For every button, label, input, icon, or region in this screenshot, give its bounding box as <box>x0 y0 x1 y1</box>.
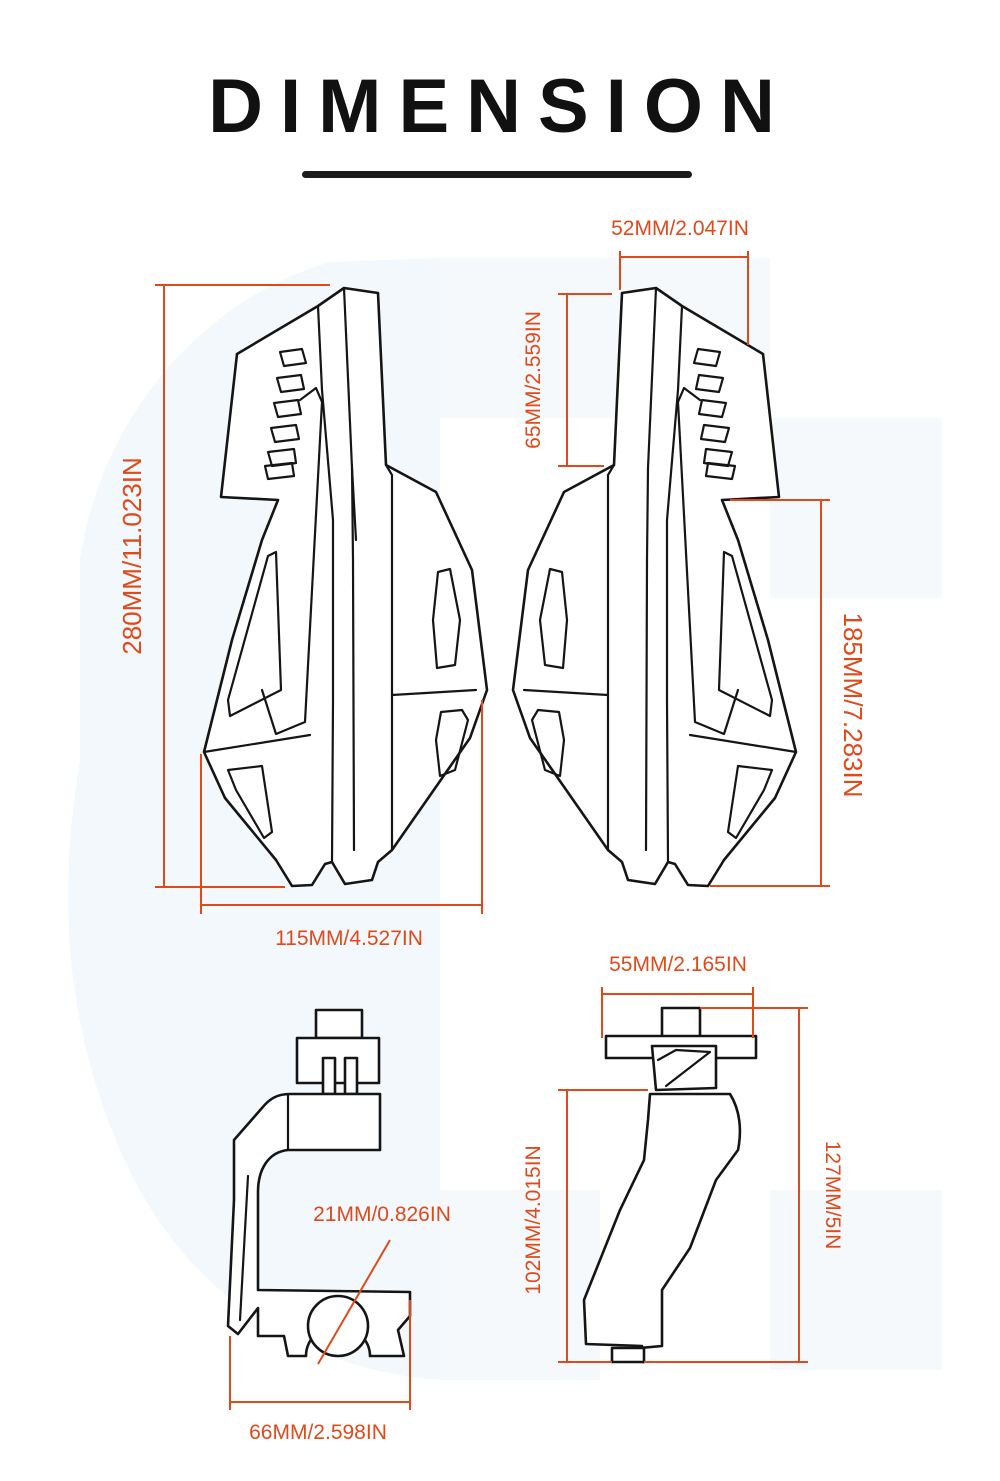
dimension-lines <box>155 251 830 1410</box>
page-title: DIMENSION <box>208 64 792 149</box>
title-underline <box>302 171 692 178</box>
dim-label-65mm: 65MM/2.559IN <box>522 311 545 449</box>
dim-label-66mm: 66MM/2.598IN <box>249 1421 387 1444</box>
right-guard-vent-slots <box>692 347 737 481</box>
dim-label-127mm: 127MM/5IN <box>821 1141 844 1250</box>
mount-front-view-drawing <box>582 1006 758 1364</box>
dim-label-185mm: 185MM/7.283IN <box>838 613 868 798</box>
dim-label-115mm: 115MM/4.527IN <box>275 927 423 950</box>
dim-label-280mm: 280MM/11.023IN <box>117 457 147 655</box>
left-handguard-drawing <box>202 286 489 888</box>
background-watermark <box>68 258 942 1380</box>
right-handguard-drawing <box>511 286 798 888</box>
dim-label-21mm: 21MM/0.826IN <box>313 1203 451 1226</box>
dim-label-52mm: 52MM/2.047IN <box>611 217 749 240</box>
clamp-side-view-drawing <box>226 1008 412 1358</box>
left-guard-vent-slots <box>263 347 308 481</box>
dim-label-55mm: 55MM/2.165IN <box>609 953 747 976</box>
dim-label-102mm: 102MM/4.015IN <box>522 1145 545 1294</box>
